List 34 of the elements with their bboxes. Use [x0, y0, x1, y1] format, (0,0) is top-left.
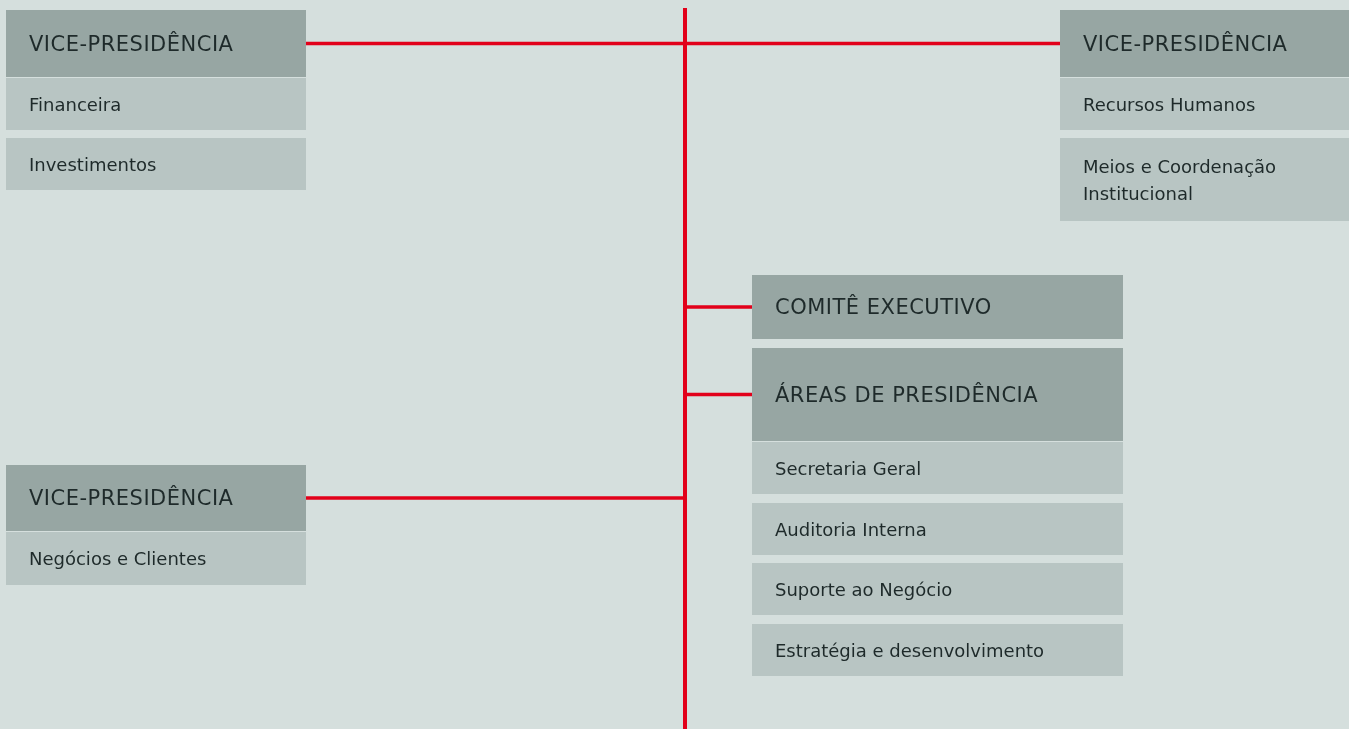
item-box	[752, 563, 1123, 615]
label: COMITÊ EXECUTIVO	[775, 295, 992, 319]
header-box	[6, 465, 306, 531]
label: Financeira	[29, 92, 122, 117]
connector-line	[687, 305, 752, 309]
item-box	[6, 78, 306, 130]
label: VICE-PRESIDÊNCIA	[1083, 31, 1288, 56]
label: Meios e Coordenação Institucional	[1083, 154, 1278, 206]
label: VICE-PRESIDÊNCIA	[29, 31, 234, 56]
label: Auditoria Interna	[775, 517, 927, 542]
header-box	[1060, 10, 1349, 77]
connector-line	[687, 41, 1060, 46]
header-box	[752, 275, 1123, 339]
item-box	[6, 138, 306, 190]
label: Investimentos	[29, 152, 157, 177]
item-box	[752, 624, 1123, 676]
vertical-connector-bar	[683, 8, 687, 729]
connector-line	[687, 392, 752, 397]
connector-line	[306, 496, 683, 500]
item-box	[752, 503, 1123, 555]
label: Estratégia e desenvolvimento	[775, 638, 1045, 663]
label: VICE-PRESIDÊNCIA	[29, 486, 234, 510]
label: Negócios e Clientes	[29, 547, 207, 571]
item-box	[1060, 78, 1349, 130]
item-box	[1060, 138, 1349, 221]
item-box	[752, 442, 1123, 494]
label: Recursos Humanos	[1083, 92, 1256, 117]
connector-line	[306, 41, 683, 46]
label: Suporte ao Negócio	[775, 577, 953, 602]
label: Secretaria Geral	[775, 456, 922, 481]
item-box	[6, 532, 306, 585]
header-box	[6, 10, 306, 77]
header-box	[752, 348, 1123, 441]
label: ÁREAS DE PRESIDÊNCIA	[775, 382, 1039, 407]
